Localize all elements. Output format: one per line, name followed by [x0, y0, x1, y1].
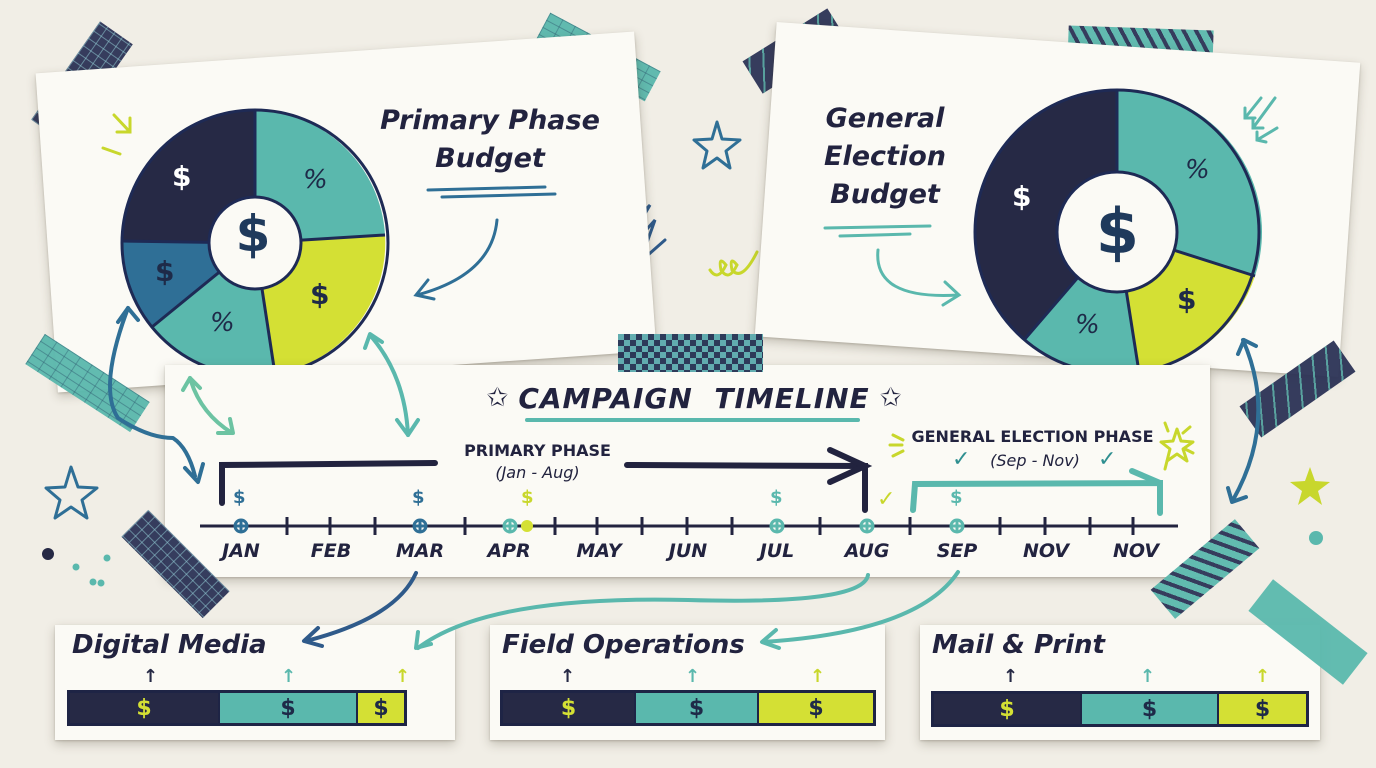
up-arrow-icon: ↑	[560, 666, 576, 687]
check-icon: ✓	[952, 447, 971, 472]
month-label: FEB	[310, 540, 352, 562]
segment-dollar-icon: $	[1012, 180, 1032, 213]
up-arrow-icon: ↑	[1140, 666, 1156, 687]
timeline-title: ✩ CAMPAIGN TIMELINE ✩	[486, 381, 902, 415]
segment-dollar-icon: $	[172, 160, 192, 193]
segment-dollar-icon: $	[1177, 283, 1197, 316]
bar-segment-mid: $	[1080, 694, 1217, 724]
month-label: MAY	[576, 540, 622, 562]
general-budget-title: General Election Budget	[824, 103, 946, 210]
bar-segment-general: $	[1217, 694, 1306, 724]
segment-percent-icon: %	[1185, 155, 1210, 185]
star-icon: ✩	[486, 383, 509, 413]
star-doodle-icon	[1290, 467, 1330, 505]
check-icon: ✓	[1098, 447, 1117, 472]
bar-segment-primary: $	[70, 693, 218, 723]
bar-segment-general: $	[356, 693, 404, 723]
dot-icon	[42, 548, 54, 560]
month-label: AUG	[844, 540, 890, 562]
lime-accent-arrow-icon	[101, 113, 132, 156]
segment-percent-icon: %	[210, 308, 235, 338]
general-phase-label: GENERAL ELECTION PHASE	[911, 427, 1154, 446]
bar-segment-mid: $	[218, 693, 356, 723]
month-label: NOV	[1022, 540, 1070, 562]
primary-budget-title: Primary Phase Budget	[380, 105, 600, 174]
month-label: APR	[487, 540, 531, 562]
up-arrow-icon: ↑	[395, 666, 411, 687]
star-doodle-icon	[44, 465, 99, 520]
digital-media-budget-bar: $ $ $	[67, 690, 407, 726]
washi-tape	[618, 334, 763, 372]
primary-title-doodles	[413, 185, 557, 301]
mail-print-title: Mail & Print	[932, 630, 1105, 660]
primary-phase-range: (Jan - Aug)	[495, 463, 580, 482]
general-phase-range: (Sep - Nov)	[990, 451, 1080, 470]
bar-segment-primary: $	[503, 693, 634, 723]
teal-accent-arrows-icon	[1243, 96, 1279, 144]
up-arrow-icon: ↑	[1255, 666, 1271, 687]
milestone-dollar-icon: $	[770, 487, 783, 508]
up-arrow-icon: ↑	[281, 666, 297, 687]
bar-segment-mid: $	[634, 693, 757, 723]
milestone-check-icon: ✓	[877, 487, 896, 512]
month-label: JAN	[222, 540, 260, 562]
milestone-dollar-icon: $	[521, 487, 534, 508]
up-arrow-icon: ↑	[1003, 666, 1019, 687]
month-label: JUL	[759, 540, 795, 562]
digital-media-title: Digital Media	[72, 630, 267, 660]
bar-segment-primary: $	[934, 694, 1080, 724]
segment-percent-icon: %	[1075, 310, 1100, 340]
month-label: MAR	[395, 540, 445, 562]
milestone-dollar-icon: $	[233, 487, 246, 508]
timeline-axis	[200, 421, 1195, 535]
up-arrow-icon: ↑	[143, 666, 159, 687]
star-icon: ✩	[879, 383, 902, 413]
field-operations-title: Field Operations	[502, 630, 745, 660]
general-title-doodles	[823, 224, 962, 307]
bar-segment-general: $	[757, 693, 873, 723]
month-label: JUN	[668, 540, 708, 562]
segment-percent-icon: %	[303, 165, 328, 195]
loop-arrow-doodle-icon	[708, 250, 759, 277]
primary-phase-label: PRIMARY PHASE	[464, 441, 611, 460]
month-label: SEP	[936, 540, 978, 562]
title-underline	[525, 418, 860, 422]
field-operations-budget-bar: $ $ $	[500, 690, 876, 726]
up-arrow-icon: ↑	[810, 666, 826, 687]
general-center-dollar-icon: $	[1095, 195, 1140, 268]
mail-print-budget-bar: $ $ $	[931, 691, 1309, 727]
month-label: NOV	[1112, 540, 1160, 562]
primary-center-dollar-icon: $	[235, 205, 271, 263]
segment-dollar-icon: $	[310, 278, 330, 311]
star-doodle-icon	[692, 120, 742, 170]
timeline-card	[165, 365, 1210, 577]
milestone-dollar-icon: $	[412, 487, 425, 508]
general-budget-pie-chart	[973, 88, 1262, 376]
segment-dollar-icon: $	[155, 255, 175, 288]
up-arrow-icon: ↑	[685, 666, 701, 687]
milestone-dollar-icon: $	[950, 487, 963, 508]
